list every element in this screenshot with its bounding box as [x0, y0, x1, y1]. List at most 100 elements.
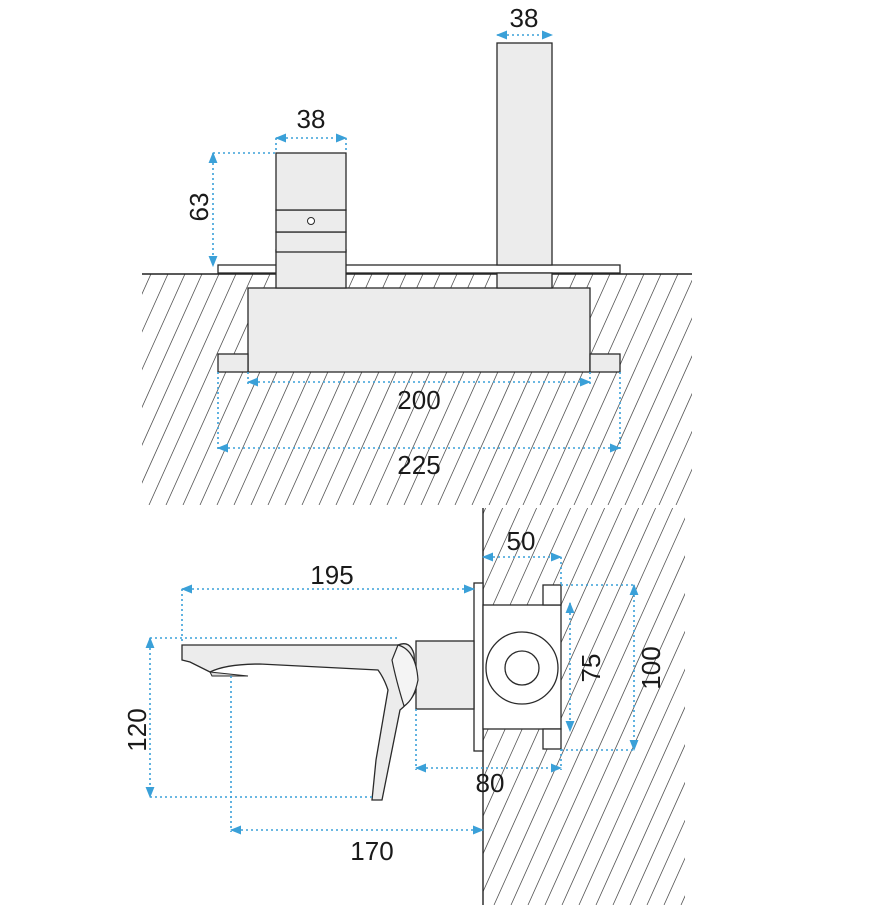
hatch-line	[120, 508, 299, 905]
flange-bottom-side	[542, 728, 562, 750]
hatch-line	[137, 508, 316, 905]
hatch-line	[834, 508, 894, 905]
hatch-line	[142, 274, 237, 505]
hatch-line	[658, 274, 692, 505]
hatch-line	[812, 274, 894, 505]
hatch-line	[142, 274, 186, 505]
dim-spout-height-label: 120	[122, 708, 152, 751]
hatch-line	[483, 508, 572, 905]
knob-handle	[275, 152, 347, 211]
spout-side-profile	[181, 643, 417, 801]
hatch-line	[142, 274, 203, 505]
hatch-line	[851, 508, 894, 905]
mounting-flange-right	[589, 353, 621, 373]
hatch-line	[846, 274, 894, 505]
hatch-line	[0, 274, 83, 505]
spout-neck-side	[415, 640, 475, 710]
hatch-line	[829, 274, 894, 505]
hatch-line	[142, 274, 169, 505]
dim-flange-height-label: 75	[576, 654, 606, 683]
side-view: 195 120 170 50 75 100 80	[86, 508, 894, 905]
hatch-line	[795, 274, 894, 505]
hatch-line	[646, 508, 685, 905]
concealed-box	[247, 287, 591, 373]
dim-box-height-label: 100	[636, 646, 666, 689]
knob-base	[275, 231, 347, 253]
hatch-line	[527, 508, 685, 905]
hatch-line	[629, 508, 685, 905]
hatch-line	[698, 508, 877, 905]
hatch-line	[863, 274, 894, 505]
hatch-line	[675, 274, 692, 505]
hatch-line	[561, 508, 685, 905]
hatch-line	[142, 274, 152, 505]
hatch-line	[710, 274, 814, 505]
hatch-line	[505, 274, 611, 505]
dim-knob-width-label: 38	[297, 104, 326, 134]
hatch-line	[493, 508, 674, 905]
hatch-line	[766, 508, 894, 905]
dim-box-width-side-label: 80	[476, 768, 505, 798]
hatch-line	[0, 274, 66, 505]
hatch-line	[0, 274, 49, 505]
dim-spout-projection-label: 170	[350, 836, 393, 866]
hatch-line	[30, 274, 134, 505]
hatch-line	[880, 274, 894, 505]
hatch-line	[868, 508, 894, 905]
hatch-line	[573, 274, 679, 505]
knob-indicator-icon	[307, 217, 315, 225]
hatch-line	[510, 508, 685, 905]
hatch-line	[483, 508, 521, 905]
hatch-line	[13, 274, 117, 505]
hatch-line	[103, 508, 282, 905]
hatch-line	[761, 274, 865, 505]
hatch-line	[148, 274, 254, 505]
lever-handle	[391, 644, 419, 707]
knob-stem	[275, 249, 347, 289]
hatch-line	[86, 508, 265, 905]
hatch-line	[749, 508, 894, 905]
hatch-line	[578, 508, 685, 905]
dim-plate-width-label: 225	[397, 450, 440, 480]
dim-knob-height-label: 63	[184, 193, 214, 222]
hatch-line	[154, 508, 333, 905]
hatch-line	[522, 274, 628, 505]
hatch-line	[624, 274, 692, 505]
hatch-line	[142, 274, 220, 505]
hatch-line	[744, 274, 848, 505]
hatch-line	[483, 508, 538, 905]
hatch-line	[595, 508, 685, 905]
dim-spout-length-label: 195	[310, 560, 353, 590]
hatch-line	[715, 508, 894, 905]
hatch-line	[556, 274, 662, 505]
hatch-line	[0, 274, 32, 505]
flange-top-side	[542, 584, 562, 606]
dim-spout-width-label: 38	[510, 3, 539, 33]
hatch-line	[641, 274, 692, 505]
top-view: 38 63 38 200 225	[0, 3, 894, 505]
cover-plate-side	[473, 582, 484, 752]
hatch-line	[539, 274, 645, 505]
hatch-line	[817, 508, 894, 905]
dim-box-depth-label: 50	[507, 526, 536, 556]
hatch-line	[612, 508, 685, 905]
spout-body-top	[496, 42, 553, 266]
hatch-line	[693, 274, 797, 505]
dim-box-width-label: 200	[397, 385, 440, 415]
hatch-line	[778, 274, 882, 505]
hatch-line	[680, 508, 685, 905]
cover-plate	[217, 264, 621, 274]
hatch-line	[800, 508, 894, 905]
hatch-line	[483, 508, 555, 905]
hatch-line	[732, 508, 894, 905]
hatch-line	[607, 274, 692, 505]
spout-outlet	[209, 671, 249, 677]
hatch-line	[727, 274, 831, 505]
hatch-line	[663, 508, 685, 905]
hatch-line	[885, 508, 894, 905]
hatch-line	[0, 274, 15, 505]
hatch-line	[783, 508, 894, 905]
hatch-line	[0, 274, 100, 505]
cartridge-inner-ring	[504, 650, 540, 686]
